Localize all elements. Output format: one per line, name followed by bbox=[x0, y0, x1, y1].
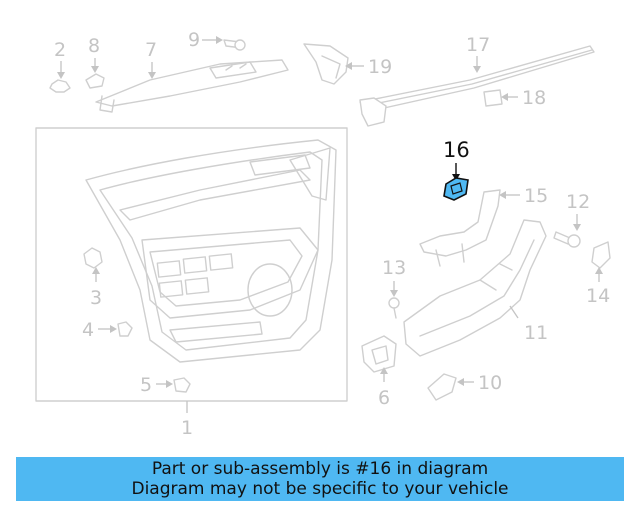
part-9-screw: 9 bbox=[188, 29, 246, 51]
part-7-belt-molding: 7 bbox=[95, 39, 289, 113]
door-panel-assembly: 1 bbox=[35, 127, 348, 439]
part-14-clip: 14 bbox=[586, 241, 611, 307]
part-number-13: 13 bbox=[382, 257, 406, 279]
part-number-16: 16 bbox=[443, 138, 470, 162]
part-6-clip: 6 bbox=[361, 335, 397, 409]
part-11-armrest: 11 bbox=[403, 219, 548, 357]
part-17-weatherstrip: 17 bbox=[359, 34, 595, 127]
part-number-14: 14 bbox=[586, 285, 610, 307]
part-number-11: 11 bbox=[524, 322, 548, 344]
part-18-clip: 18 bbox=[483, 87, 546, 109]
part-19-bracket: 19 bbox=[303, 43, 392, 85]
part-16-highlighted: 16 bbox=[443, 138, 470, 201]
part-number-17: 17 bbox=[466, 34, 490, 56]
part-number-1: 1 bbox=[181, 417, 193, 439]
part-number-2: 2 bbox=[54, 39, 66, 61]
part-number-6: 6 bbox=[378, 387, 390, 409]
part-3-clip: 3 bbox=[83, 247, 103, 309]
banner-line-1: Part or sub-assembly is #16 in diagram bbox=[151, 459, 489, 479]
banner-line-2: Diagram may not be specific to your vehi… bbox=[131, 479, 509, 499]
info-banner: Part or sub-assembly is #16 in diagram D… bbox=[16, 457, 624, 501]
part-number-7: 7 bbox=[145, 39, 157, 61]
part-number-18: 18 bbox=[522, 87, 546, 109]
part-number-4: 4 bbox=[82, 319, 94, 341]
part-13-screw: 13 bbox=[382, 257, 406, 319]
part-10-pad: 10 bbox=[427, 372, 502, 401]
part-12-screw: 12 bbox=[553, 191, 590, 248]
part-number-10: 10 bbox=[478, 372, 502, 394]
part-15-bracket: 15 bbox=[419, 185, 548, 267]
parts-diagram: 1 2 8 7 9 19 17 bbox=[35, 29, 611, 439]
part-2-clip: 2 bbox=[49, 39, 71, 93]
part-number-8: 8 bbox=[88, 35, 100, 57]
part-number-9: 9 bbox=[188, 29, 200, 51]
part-5-clip: 5 bbox=[140, 374, 191, 396]
part-number-3: 3 bbox=[90, 287, 102, 309]
part-number-15: 15 bbox=[524, 185, 548, 207]
part-number-12: 12 bbox=[566, 191, 590, 213]
part-16-shape bbox=[443, 177, 469, 201]
part-number-19: 19 bbox=[368, 56, 392, 78]
part-8-clip: 8 bbox=[85, 35, 105, 89]
part-number-5: 5 bbox=[140, 374, 152, 396]
part-4-clip: 4 bbox=[82, 319, 133, 341]
